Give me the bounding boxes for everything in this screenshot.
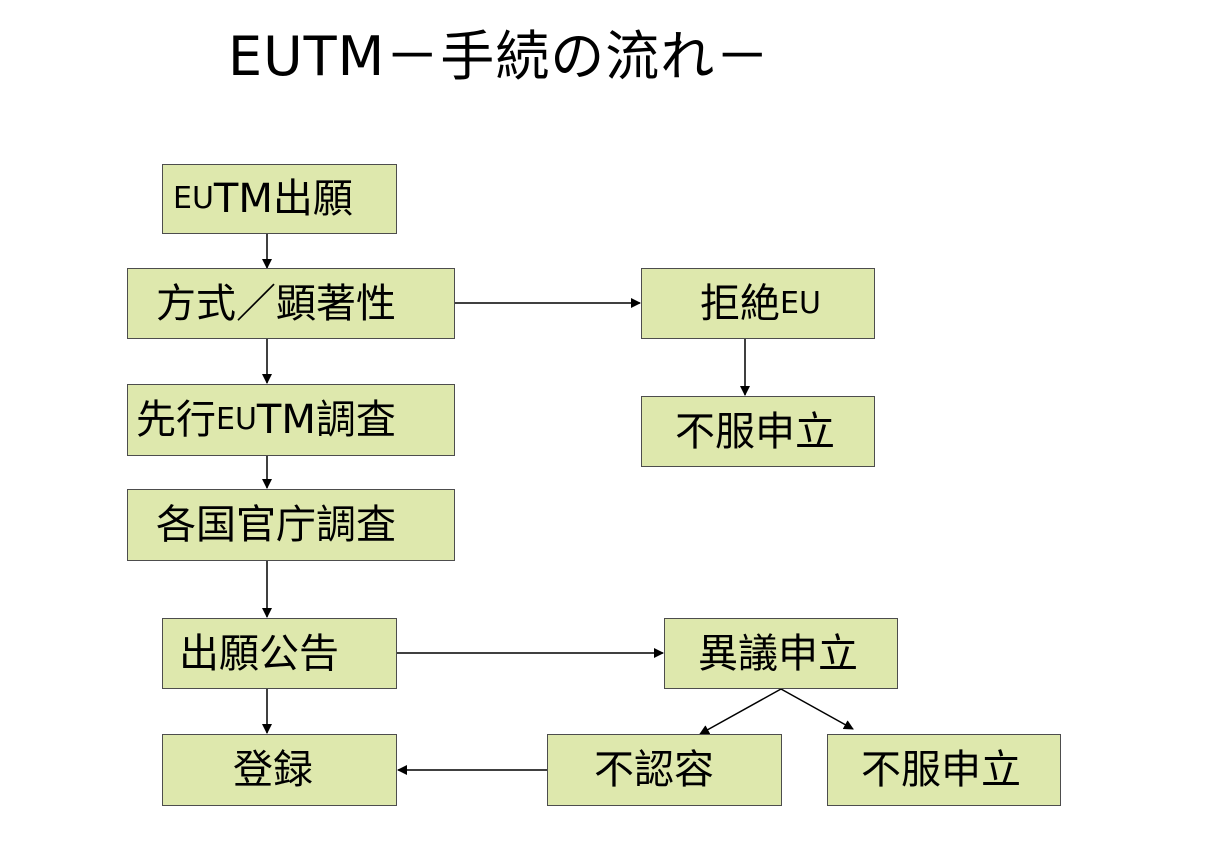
box-refusal-suffix: EU bbox=[780, 285, 821, 321]
box-national-office-search-label: 各国官庁調査 bbox=[156, 502, 396, 548]
box-eutm-application-label: TM出願 bbox=[213, 176, 353, 222]
box-national-office-search: 各国官庁調査 bbox=[127, 489, 455, 561]
box-non-acceptance: 不認容 bbox=[547, 734, 782, 806]
box-prior-eutm-search-post: TM調査 bbox=[256, 397, 396, 443]
box-publication: 出願公告 bbox=[162, 618, 397, 689]
box-non-acceptance-label: 不認容 bbox=[594, 747, 714, 793]
box-refusal-label: 拒絶 bbox=[700, 280, 780, 327]
box-appeal-after-refusal: 不服申立 bbox=[641, 396, 875, 467]
box-registration-label: 登録 bbox=[233, 747, 313, 793]
box-appeal-after-opposition-label: 不服申立 bbox=[861, 747, 1021, 793]
box-appeal-after-opposition: 不服申立 bbox=[827, 734, 1061, 806]
box-formality-distinctiveness: 方式／顕著性 bbox=[127, 268, 455, 339]
box-prior-eutm-search-mid: EU bbox=[216, 402, 257, 437]
box-opposition-label: 異議申立 bbox=[698, 630, 858, 677]
box-appeal-after-refusal-label: 不服申立 bbox=[675, 408, 835, 455]
box-refusal: 拒絶 EU bbox=[641, 268, 875, 339]
box-eutm-application-prefix: EU bbox=[173, 181, 214, 216]
box-formality-distinctiveness-label: 方式／顕著性 bbox=[156, 280, 396, 327]
slide-title: EUTM－手続の流れ－ bbox=[228, 25, 771, 88]
box-publication-label: 出願公告 bbox=[179, 630, 339, 677]
box-opposition: 異議申立 bbox=[664, 618, 898, 689]
arrow-opposition-to-appeal bbox=[780, 688, 854, 730]
box-registration: 登録 bbox=[162, 734, 397, 806]
box-prior-eutm-search-pre: 先行 bbox=[136, 397, 216, 443]
arrow-opposition-to-non-acceptance bbox=[699, 688, 782, 735]
